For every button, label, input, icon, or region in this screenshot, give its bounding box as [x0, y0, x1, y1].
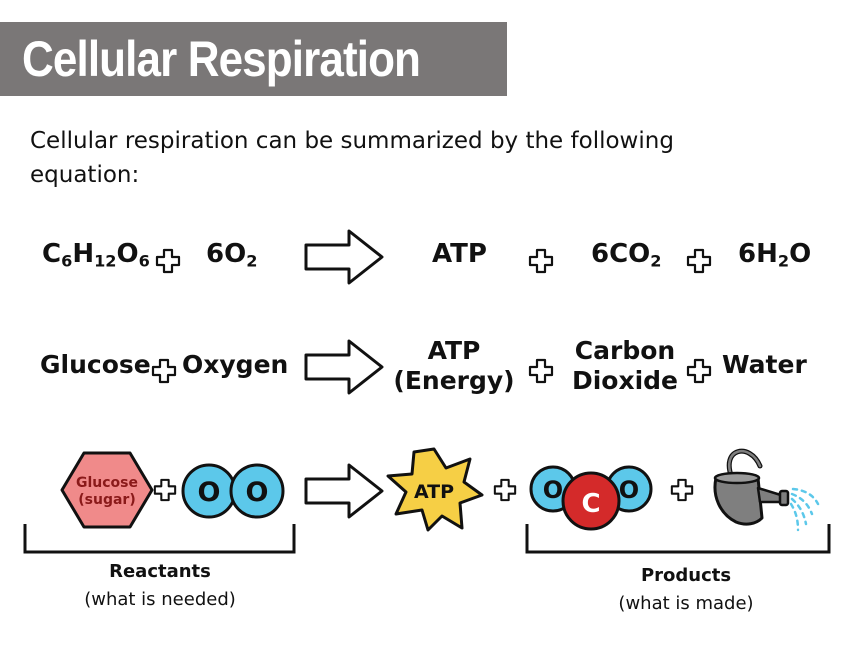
reactants-label: Reactants [109, 561, 211, 582]
products-caption: Products (what is made) [586, 562, 786, 618]
plus-icon [151, 358, 177, 384]
arrow-icon [304, 229, 384, 285]
carbon-atom-label: C [581, 489, 600, 519]
water-formula: 6H2O [738, 239, 812, 271]
reactants-caption: Reactants (what is needed) [60, 558, 260, 614]
reactants-bracket [23, 524, 296, 554]
carbon-dioxide-molecule-icon: O O C [529, 465, 653, 531]
oxygen-formula: 6O2 [206, 239, 258, 271]
watering-can-icon [713, 448, 820, 532]
co2-oxygen-atom-label: O [619, 476, 639, 504]
co2-word-line2: Dioxide [571, 366, 679, 395]
atp-star-label: ATP [414, 481, 454, 503]
plus-icon [670, 478, 694, 502]
page-title: Cellular Respiration [22, 31, 421, 87]
oxygen-atom-label: O [246, 477, 269, 508]
intro-text: Cellular respiration can be summarized b… [30, 128, 674, 188]
oxygen-word: Oxygen [182, 350, 289, 379]
plus-icon [153, 478, 177, 502]
oxygen-molecule-icon: O O [181, 463, 285, 519]
arrow-icon [304, 339, 384, 395]
arrow-icon [304, 463, 384, 519]
glucose-label-line1: Glucose [76, 475, 138, 491]
glucose-hexagon-icon: Glucose (sugar) [60, 451, 154, 529]
products-bracket [525, 524, 831, 554]
water-word: Water [722, 350, 807, 379]
plus-icon [686, 358, 712, 384]
carbon-dioxide-word: Carbon Dioxide [571, 336, 679, 396]
co2-oxygen-atom-label: O [543, 476, 563, 504]
products-label: Products [640, 565, 732, 586]
reactants-sublabel: (what is needed) [84, 589, 236, 610]
glucose-label-line2: (sugar) [78, 492, 135, 508]
oxygen-atom-label: O [198, 477, 221, 508]
atp-star-icon: ATP [386, 447, 484, 532]
plus-icon [493, 478, 517, 502]
products-sublabel: (what is made) [618, 593, 754, 614]
co2-word-line1: Carbon [574, 336, 676, 365]
atp-formula: ATP [432, 239, 487, 269]
atp-word-line2: (Energy) [393, 366, 515, 395]
glucose-word: Glucose [40, 350, 151, 379]
plus-icon [528, 358, 554, 384]
atp-word-line1: ATP [427, 336, 481, 365]
plus-icon [155, 248, 181, 274]
water-drops-icon [789, 487, 820, 532]
atp-energy-word: ATP (Energy) [393, 336, 515, 396]
glucose-formula: C6H12O6 [42, 239, 150, 271]
carbon-dioxide-formula: 6CO2 [591, 239, 662, 271]
title-bar [0, 22, 507, 96]
plus-icon [528, 248, 554, 274]
plus-icon [686, 248, 712, 274]
